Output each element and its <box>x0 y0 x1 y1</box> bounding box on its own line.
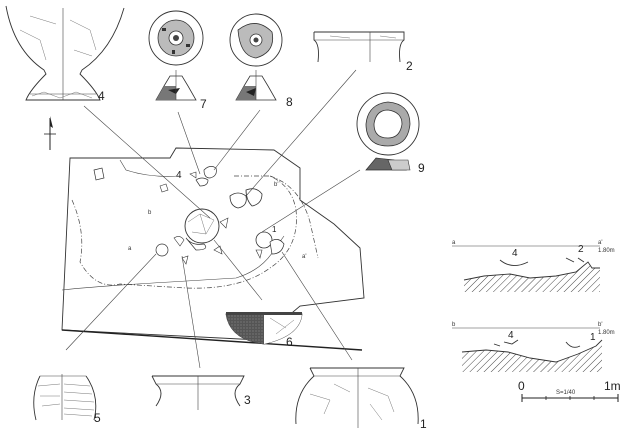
label-5: 5 <box>94 411 101 425</box>
scale-zero: 0 <box>518 379 525 393</box>
plan-label-a-right: a' <box>302 254 306 260</box>
section-b-marker-4: 4 <box>508 330 514 341</box>
vessel-3-drawing <box>151 375 245 410</box>
label-9: 9 <box>418 161 425 175</box>
section-a-marker-4: 4 <box>512 248 518 259</box>
plan-label-a: a <box>128 246 132 252</box>
section-a-elev: 1.80m <box>598 248 615 254</box>
vessel-2-drawing <box>313 31 405 63</box>
vessel-8-drawing <box>229 13 283 101</box>
plan-num-1: 1 <box>272 225 277 234</box>
plan-label-b: b <box>148 210 152 216</box>
label-1: 1 <box>420 417 427 431</box>
label-8: 8 <box>286 95 293 109</box>
vessel-5-drawing <box>33 374 97 421</box>
plan-num-4: 4 <box>176 170 182 181</box>
plan-label-b-right: b' <box>274 182 278 188</box>
section-a-marker-2: 2 <box>578 244 584 255</box>
scale-end: 1m <box>604 379 621 393</box>
section-b-elev: 1.80m <box>598 330 615 336</box>
vessel-7-drawing <box>148 10 204 101</box>
section-b-right: b' <box>598 322 602 328</box>
label-4: 4 <box>98 89 105 103</box>
label-2: 2 <box>406 59 413 73</box>
vessel-4-drawing <box>5 5 125 101</box>
section-a-left: a <box>452 240 456 246</box>
section-b-left: b <box>452 322 456 328</box>
vessel-9-drawing <box>356 92 420 171</box>
section-b: b b' 1.80m 4 1 <box>452 322 615 372</box>
leader-lines <box>65 69 361 369</box>
scale-ratio: S=1/40 <box>556 390 576 396</box>
site-plan: b a b' a' 4 1 <box>61 147 365 351</box>
scale-bar: 0 S=1/40 1m <box>518 379 621 402</box>
section-a: a a' 1.80m 4 2 <box>452 240 615 292</box>
label-6: 6 <box>286 335 293 349</box>
vessel-1-drawing <box>295 367 419 428</box>
label-7: 7 <box>200 97 207 111</box>
section-a-right: a' <box>598 240 602 246</box>
label-3: 3 <box>244 393 251 407</box>
north-arrow-icon <box>44 116 56 150</box>
section-b-marker-1: 1 <box>590 332 596 343</box>
vessel-6-drawing <box>225 312 303 345</box>
